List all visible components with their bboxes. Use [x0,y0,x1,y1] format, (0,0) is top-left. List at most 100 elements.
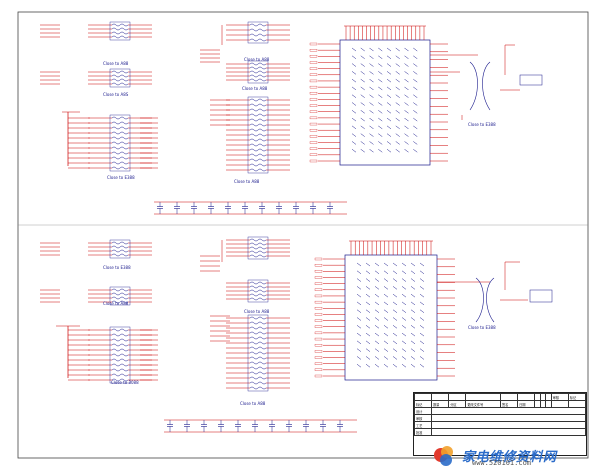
bot-ic-internal-mark [419,262,425,267]
bot-ic-internal-mark [392,301,398,306]
top-mid-rn3-resistor [249,108,267,112]
top-ic-net-label [309,135,318,138]
top-mid-rn1-outline [247,21,269,44]
top-ic-internal-mark [369,94,374,98]
bot-ic-internal-mark [410,364,416,368]
top-ic-internal-mark [413,71,418,75]
bot-left-rn3-resistor [111,378,129,382]
top-ic-internal-mark [386,110,392,114]
bot-ic-internal-mark [419,348,425,352]
bot-left-rn2-resistor [111,296,129,300]
top-left-rn3-outline [109,114,131,172]
bot-mid-rn2-resistor [249,293,267,297]
top-mid-rn3-resistor [249,143,267,147]
top-ic-internal-mark [378,102,383,106]
caption-close-bot-right: Close to E388 [468,325,496,330]
top-left-rn3-resistor [111,126,129,130]
bot-mid-rn3-resistor [249,366,267,370]
top-mid-rn3-resistor [249,153,267,157]
top-mid-rn3-resistor [249,98,267,102]
top-ic-internal-mark [360,86,365,91]
bot-ic-net-label [314,319,323,322]
bot-ic-internal-mark [419,364,425,368]
bot-ic-internal-mark [419,317,425,321]
top-mid-rn3-resistor [249,148,267,152]
top-ic-internal-mark [386,71,392,75]
bot-mid-rn1-resistor [249,250,267,254]
top-mid-rn3-resistor [249,113,267,117]
bot-ic-internal-mark [410,270,416,274]
caption-close-top-left-1: Close to A88 [103,61,129,66]
bot-ic-internal-mark [374,293,380,298]
top-ic-internal-mark [360,149,365,153]
title-cell: 签名 [499,400,519,408]
top-ic-net-label [309,49,318,52]
title-cell [431,428,586,436]
top-ic-internal-mark [351,63,357,67]
top-ic-internal-mark [369,47,374,52]
bot-ic-internal-mark [410,278,416,282]
title-block-row: 设计 [413,407,586,415]
top-ic-net-label [309,67,318,70]
top-ic-internal-mark [413,94,418,98]
bot-mid-rn3-resistor [249,356,267,360]
bot-left-rn2-resistor [111,300,129,304]
bot-ic-internal-mark [374,301,380,306]
bot-ic-internal-mark [419,293,425,298]
caption-close-bot-mid-2: Close to A88 [240,401,266,406]
title-cell: 标记 [413,400,433,408]
caption-close-bot-left-2: Close to A88 [103,301,129,306]
bot-ic-internal-mark [374,325,380,329]
bot-ic-internal-mark [365,293,371,298]
bot-ic-internal-mark [419,286,425,290]
bot-ic-internal-mark [356,325,362,329]
top-ic-internal-mark [386,117,392,122]
bot-mid-rn1-resistor [249,246,267,250]
top-ic-internal-mark [351,71,357,75]
bot-ic-net-label [314,374,323,378]
bot-ic-internal-mark [356,278,362,282]
top-mid-rn1-resistor [249,28,267,32]
top-ic-internal-mark [413,125,418,130]
top-ic-internal-mark [395,133,400,137]
top-ic-internal-mark [351,94,357,98]
top-ic-internal-mark [351,102,357,106]
bot-ic-internal-mark [356,309,362,313]
bot-ic-internal-mark [356,270,362,274]
top-ic-internal-mark [386,63,392,67]
bot-ic-internal-mark [410,286,416,290]
top-ic-net-label [309,92,318,95]
top-ic-net-label [309,104,318,107]
top-ic-internal-mark [413,117,418,122]
top-ic-net-label [309,61,318,64]
top-mid-rn2-outline [247,60,269,84]
top-ic-internal-mark [413,133,418,137]
bot-ic-internal-mark [356,348,362,352]
bot-mid-rn3-resistor [249,371,267,375]
bot-ic-net-label [314,270,323,273]
top-ic-internal-mark [395,86,400,91]
top-ic-net-label [309,110,318,113]
bot-ic-internal-mark [383,286,389,290]
top-ic-internal-mark [404,102,409,106]
bot-ic-internal-mark [401,278,407,282]
top-ic-internal-mark [351,117,357,122]
top-ic-internal-mark [360,71,365,75]
bot-ic-internal-mark [410,348,416,352]
bot-ic-internal-mark [374,278,380,282]
top-mid-rn2-resistor [249,66,267,70]
top-ic-net-label [309,73,318,76]
top-left-rn1-resistor [111,23,129,27]
top-ic-internal-mark [369,86,374,91]
bot-ic-internal-mark [374,348,380,352]
top-ic-net-label [309,153,318,156]
title-block-row: 工艺 [413,421,586,429]
top-left-rn2-resistor [111,78,129,82]
top-ic-internal-mark [369,141,374,145]
bot-ic-internal-mark [401,286,407,290]
bot-ic-internal-mark [365,317,371,321]
top-ic-internal-mark [378,125,383,130]
bot-ic-internal-mark [383,262,389,267]
top-ic-internal-mark [369,78,374,83]
bot-ic-net-label [314,294,323,298]
